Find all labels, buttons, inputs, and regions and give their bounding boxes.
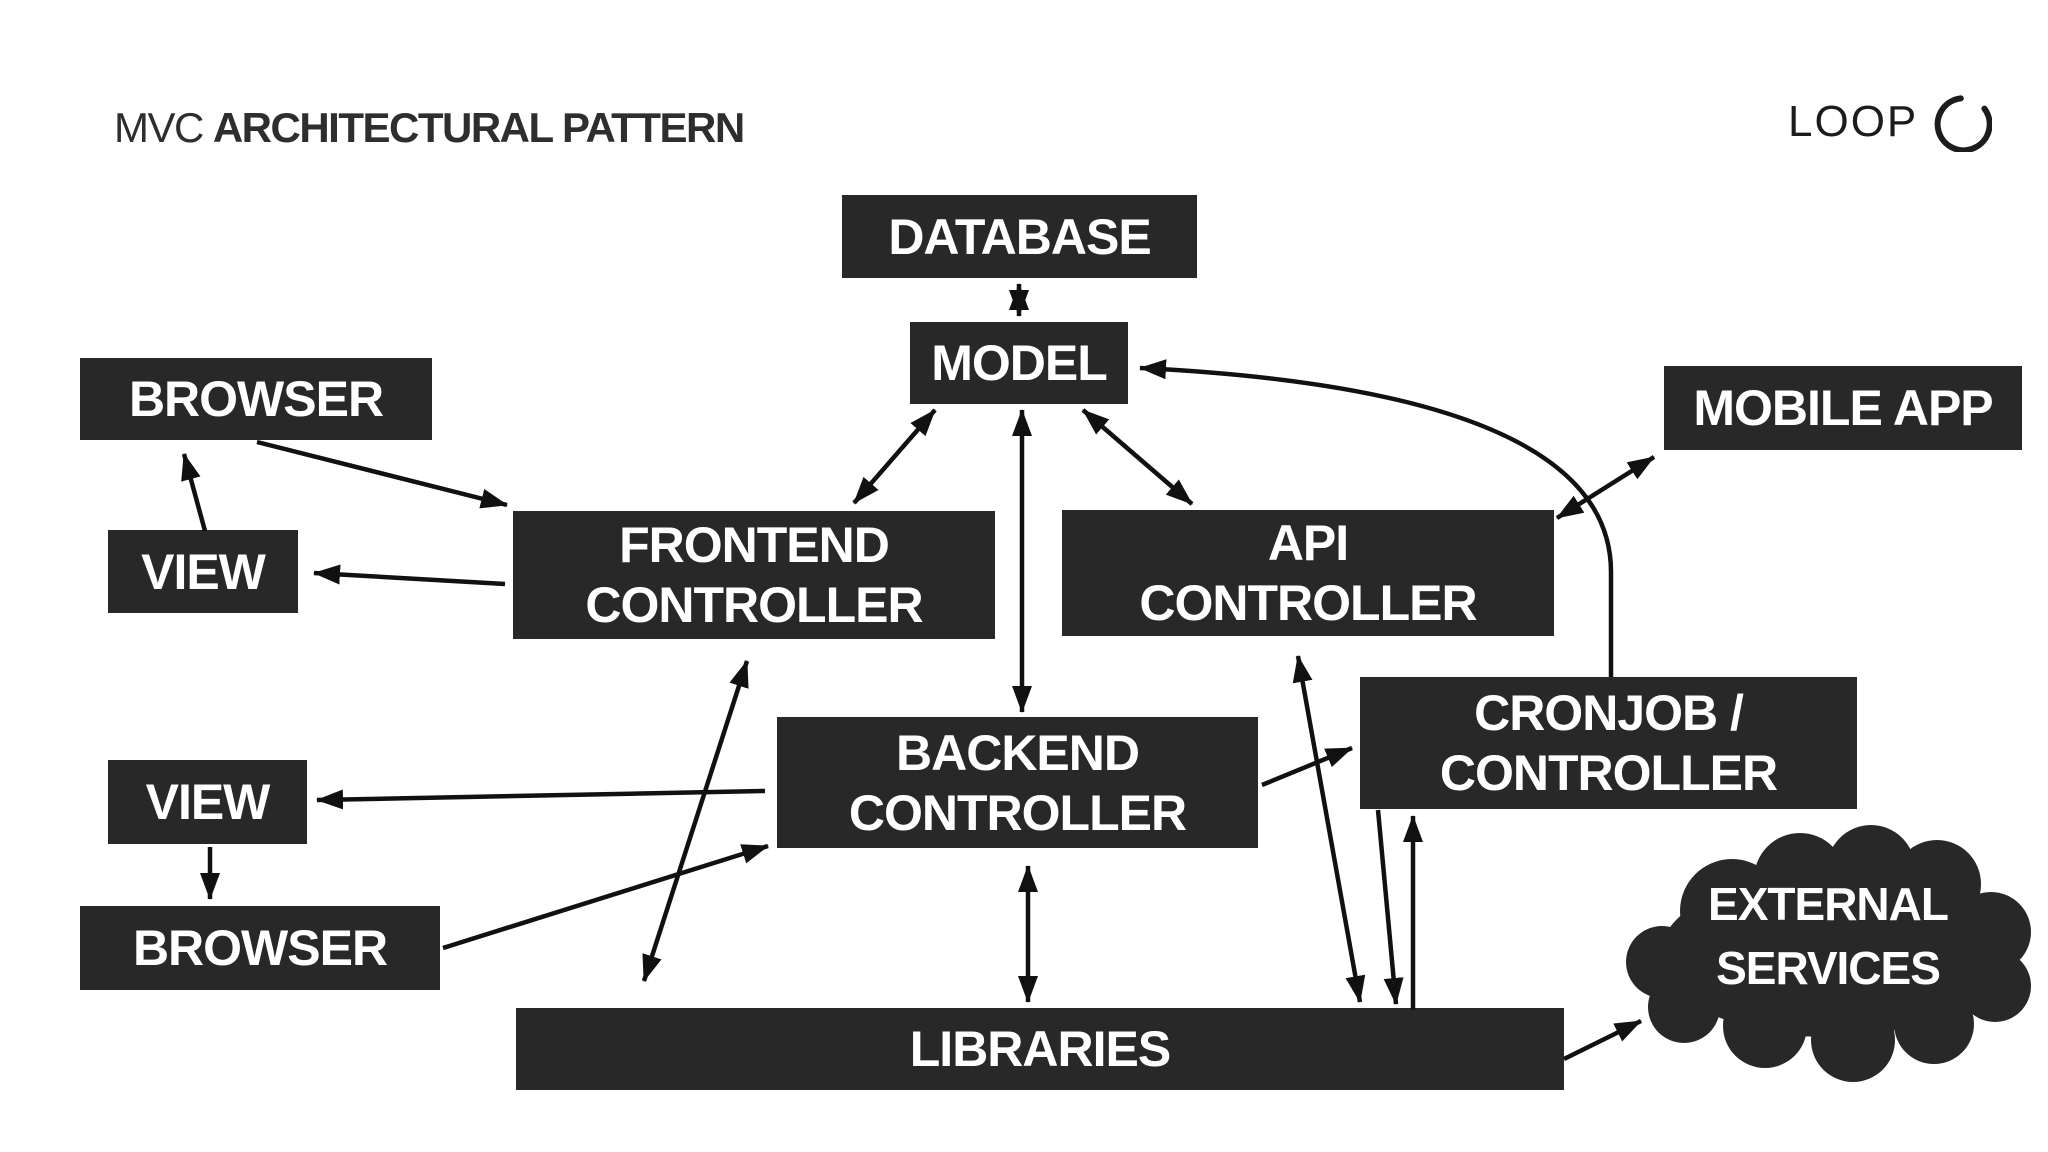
database-label: DATABASE — [888, 208, 1151, 265]
node-view-bottom: VIEW — [108, 760, 307, 844]
node-model: MODEL — [910, 322, 1128, 404]
node-mobile-app: MOBILE APP — [1664, 366, 2022, 450]
model-label: MODEL — [931, 335, 1108, 391]
frontend-controller-line2: CONTROLLER — [585, 577, 923, 633]
view-top-label: VIEW — [141, 543, 266, 600]
title-pattern: ARCHITECTURAL PATTERN — [212, 104, 745, 151]
node-database: DATABASE — [842, 195, 1197, 278]
browser-bottom-label: BROWSER — [132, 920, 388, 976]
title-mvc: MVC — [114, 104, 204, 151]
libraries-label: LIBRARIES — [909, 1021, 1171, 1077]
browser-top-label: BROWSER — [128, 371, 384, 427]
node-view-top: VIEW — [108, 530, 298, 613]
node-external-services: EXTERNAL SERVICES — [1663, 872, 1993, 1001]
node-cronjob-controller: CRONJOB / CONTROLLER — [1360, 677, 1857, 809]
node-browser-bottom: BROWSER — [80, 906, 440, 990]
loop-logo-text: LOOP — [1788, 97, 1919, 146]
loop-logo: LOOP — [1788, 92, 2008, 152]
cronjob-controller-line2: CONTROLLER — [1439, 745, 1778, 801]
mobile-app-label: MOBILE APP — [1693, 380, 1993, 436]
frontend-controller-line1: FRONTEND — [619, 517, 890, 573]
open-circle-icon — [1934, 95, 1993, 152]
backend-controller-line2: CONTROLLER — [848, 784, 1187, 841]
node-backend-controller: BACKEND CONTROLLER — [777, 717, 1258, 848]
backend-controller-line1: BACKEND — [896, 724, 1140, 781]
node-frontend-controller: FRONTEND CONTROLLER — [513, 511, 995, 639]
external-services-line1: EXTERNAL — [1708, 878, 1949, 930]
view-bottom-label: VIEW — [145, 774, 271, 830]
node-libraries: LIBRARIES — [516, 1008, 1564, 1090]
cronjob-controller-line1: CRONJOB / — [1474, 685, 1744, 741]
node-browser-top: BROWSER — [80, 358, 432, 440]
external-services-line2: SERVICES — [1716, 942, 1941, 995]
